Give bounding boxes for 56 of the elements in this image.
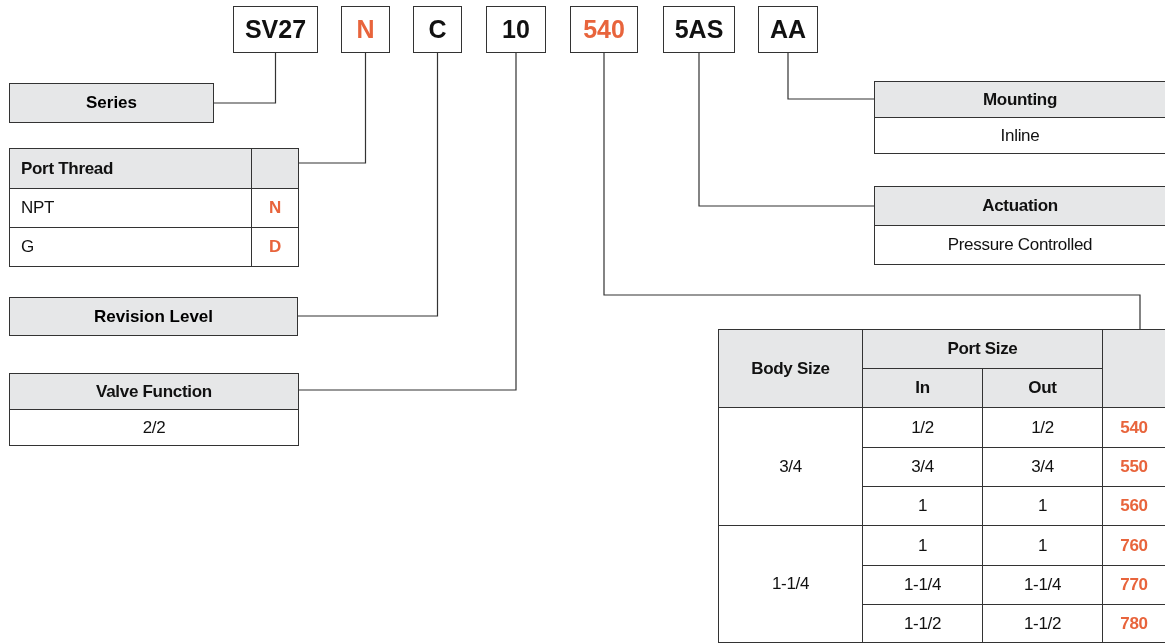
option-code: 770: [1120, 575, 1148, 595]
table-value: 1-1/2: [903, 613, 942, 634]
column-header: Mounting: [982, 89, 1058, 110]
leader-line: [213, 52, 277, 104]
table-value: 1/2: [1031, 417, 1054, 438]
section-title-box: Revision Level: [9, 297, 298, 336]
table-value: 3/4: [1031, 457, 1054, 477]
leader-line: [297, 52, 439, 317]
option-code: 780: [1120, 613, 1148, 634]
table-value: 1-1/2: [1023, 613, 1062, 634]
option-code: 540: [1120, 417, 1148, 438]
option-name: G: [21, 237, 34, 257]
ordering-table: [874, 186, 1165, 264]
leader-line: [603, 52, 1141, 330]
table-value: 1: [917, 496, 928, 516]
option-name: NPT: [21, 198, 55, 218]
ordering-table: [9, 373, 298, 445]
table-value: 1: [917, 535, 928, 556]
ordering-table: [9, 148, 298, 266]
column-header: Out: [1028, 378, 1057, 398]
table-value: 1: [1037, 496, 1048, 516]
column-header: Body Size: [751, 358, 830, 379]
code-segment-box: C: [413, 6, 462, 53]
table-value: 3/4: [779, 456, 802, 477]
leader-line: [787, 52, 875, 100]
table-value: 1-1/4: [903, 575, 942, 595]
table-value: 1-1/4: [1023, 575, 1062, 595]
column-header: Actuation: [982, 196, 1058, 216]
table-value: Inline: [1000, 125, 1040, 146]
option-code: 760: [1120, 535, 1148, 556]
table-value: 2/2: [142, 417, 166, 438]
table-value: Pressure Controlled: [947, 235, 1093, 255]
leader-line: [297, 52, 517, 391]
ordering-table: [718, 329, 1165, 642]
section-title-box: Series: [9, 83, 214, 123]
code-segment-box: AA: [758, 6, 818, 53]
column-header: Valve Function: [96, 381, 212, 402]
table-value: 1-1/4: [771, 574, 810, 594]
table-value: 3/4: [911, 457, 934, 477]
ordering-table: [874, 81, 1165, 153]
column-header: In: [915, 378, 930, 398]
code-segment-box: N: [341, 6, 390, 53]
option-code: 560: [1120, 496, 1148, 516]
table-value: 1: [1037, 535, 1048, 556]
option-code: D: [269, 237, 281, 257]
column-header: Port Size: [947, 339, 1018, 359]
code-segment-box: 5AS: [663, 6, 735, 53]
option-code: N: [269, 198, 281, 218]
code-segment-box: SV27: [233, 6, 318, 53]
section-title: Port Thread: [21, 158, 114, 179]
code-segment-box: 540: [570, 6, 638, 53]
leader-line: [698, 52, 875, 207]
leader-line: [297, 52, 367, 164]
table-value: 1/2: [911, 417, 934, 438]
option-code: 550: [1120, 457, 1148, 477]
code-segment-box: 10: [486, 6, 546, 53]
